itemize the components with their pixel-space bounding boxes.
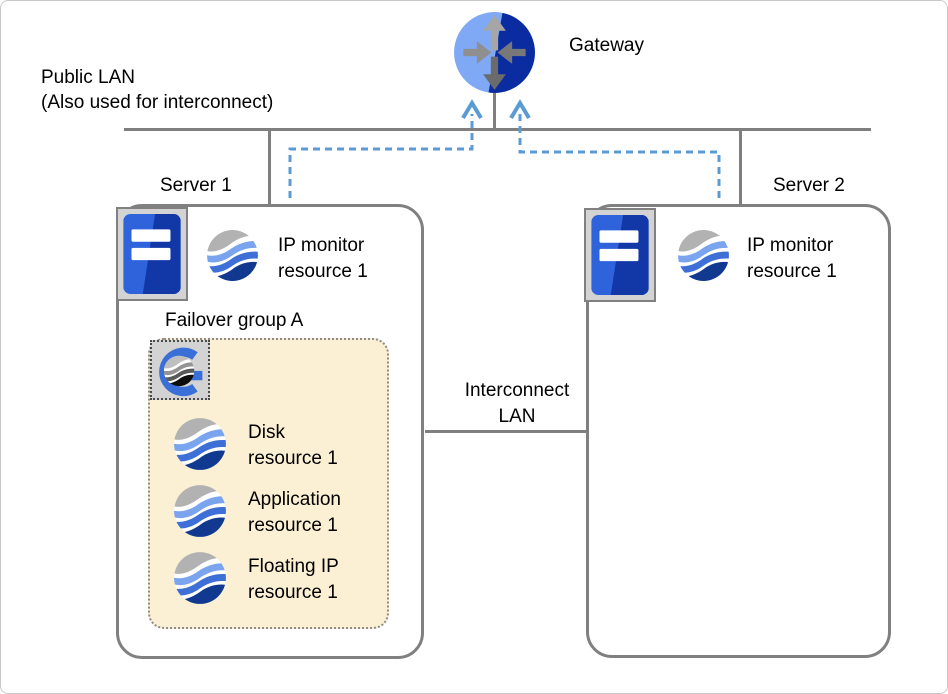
disk-resource-icon — [173, 417, 227, 471]
server2-label: Server 2 — [773, 175, 845, 196]
application-resource-label: Application resource 1 — [248, 487, 341, 539]
application-resource-icon — [173, 484, 227, 538]
ip-monitor-resource-icon — [677, 229, 730, 282]
server1-ip-monitor-label: IP monitor resource 1 — [278, 233, 368, 285]
server1-monitor-dashed-path — [288, 114, 474, 198]
resource-line2: resource 1 — [248, 515, 338, 536]
ip-monitor-line2: resource 1 — [747, 261, 837, 282]
server1-monitor-arrowhead — [461, 99, 483, 120]
floating-ip-resource-icon — [173, 551, 227, 605]
ip-monitor-line1: IP monitor — [278, 235, 365, 256]
public-lan-label: Public LAN (Also used for interconnect) — [41, 65, 273, 115]
interconnect-line2: LAN — [498, 406, 536, 427]
gateway-router-icon — [454, 12, 535, 93]
server2-icon — [584, 208, 656, 302]
failover-group-label: Failover group A — [165, 310, 304, 331]
resource-line2: resource 1 — [248, 448, 338, 469]
ip-monitor-line2: resource 1 — [278, 261, 368, 282]
server-tower-icon — [123, 214, 181, 294]
resource-line1: Disk — [248, 422, 285, 443]
resource-line1: Floating IP — [248, 556, 339, 577]
public-lan-label-line1: Public LAN — [41, 67, 135, 88]
disk-resource-label: Disk resource 1 — [248, 420, 338, 472]
server1-label: Server 1 — [160, 175, 232, 196]
failover-group-icon — [150, 340, 210, 400]
floating-ip-resource-label: Floating IP resource 1 — [248, 554, 339, 606]
server2-monitor-arrowhead — [509, 99, 531, 120]
server1-icon — [116, 207, 188, 301]
public-lan-label-line2: (Also used for interconnect) — [41, 92, 274, 113]
gateway-label: Gateway — [569, 35, 644, 56]
resource-line2: resource 1 — [248, 582, 338, 603]
ip-monitor-resource-icon — [206, 229, 259, 282]
server2-ip-monitor-label: IP monitor resource 1 — [747, 233, 837, 285]
interconnect-line1: Interconnect — [464, 380, 570, 401]
failover-group-glyph — [159, 347, 203, 397]
resource-line1: Application — [248, 489, 341, 510]
server-tower-icon — [591, 215, 649, 295]
interconnect-lan-label: Interconnect LAN — [437, 378, 597, 430]
server2-monitor-dashed-path — [518, 114, 721, 198]
ip-monitor-line1: IP monitor — [747, 235, 834, 256]
